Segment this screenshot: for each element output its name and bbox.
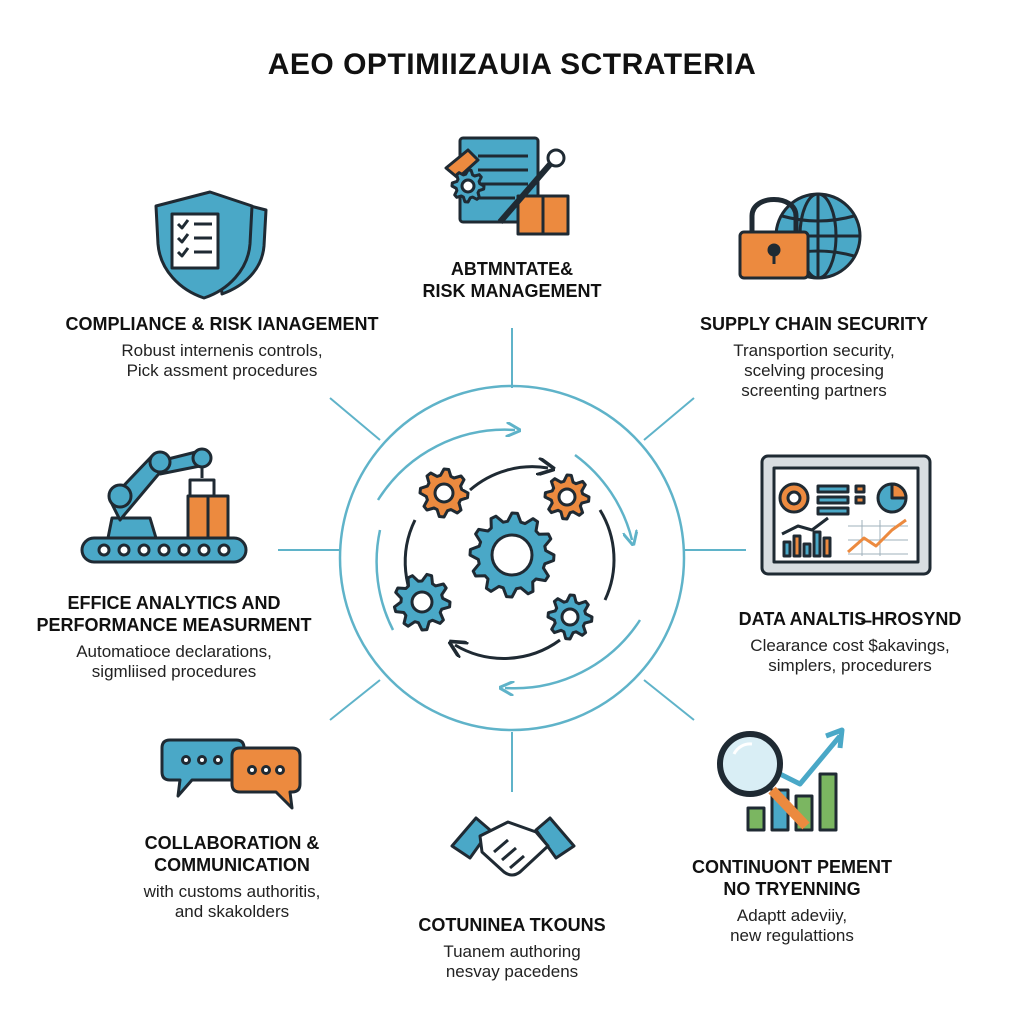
spoke-top-left (329, 397, 381, 441)
gear-hole (560, 607, 580, 627)
section-top-left-heading: COMPLIANCE & RISK IANAGEMENT (65, 314, 379, 334)
chat-bubbles-icon (160, 738, 302, 810)
document-gears-package-icon (444, 136, 570, 236)
section-bottom-left-heading: COLLABORATION & COMMUNICATION (144, 833, 320, 875)
hub-circle (338, 384, 686, 732)
section-bottom-right-desc: Adaptt adeviiy, new regulattions (730, 906, 854, 945)
section-mid-right-heading: DATA ANALTIS̶ HROSYND (738, 609, 962, 629)
hub-spokes (278, 328, 746, 792)
cycle-arrow-inner-bottom (455, 638, 561, 660)
gear-teal-left-icon (392, 572, 452, 632)
gears-cycle-icon (375, 430, 642, 689)
gear-small-doc-icon (450, 168, 486, 204)
gear-teal-right-icon (546, 593, 594, 641)
gear-hole (557, 487, 577, 507)
gear-hole (410, 590, 434, 614)
section-bottom-left: COLLABORATION & COMMUNICATION with custo… (82, 832, 382, 922)
gear-hole (460, 178, 476, 194)
section-bottom-desc: Tuanem authoring nesvay pacedens (443, 942, 581, 981)
lock-globe-icon (738, 192, 862, 280)
section-bottom-right: CONTINUONT PEMENT NO TRYENNING Adaptt ad… (642, 856, 942, 946)
spoke-top-right (643, 397, 695, 441)
cycle-arrow-outer-left (375, 529, 395, 631)
spoke-bottom-right (643, 679, 695, 721)
gear-large-icon (468, 511, 556, 599)
section-top-left: COMPLIANCE & RISK IANAGEMENT Robust inte… (52, 313, 392, 381)
section-bottom-left-desc: with customs authoritis, and skakolders (143, 882, 321, 921)
cycle-arrow-outer-right (574, 453, 632, 540)
cycle-arrow-outer-bottom (505, 619, 642, 688)
gear-hole (433, 482, 455, 504)
section-top-right: SUPPLY CHAIN SECURITY Transportion secur… (664, 313, 964, 401)
section-mid-left-heading: EFFICE ANALYTICS AND PERFORMANCE MEASURM… (36, 593, 312, 635)
section-bottom-heading: COTUNINEA TKOUNS (418, 915, 606, 935)
handshake-icon (450, 816, 576, 877)
section-top-right-heading: SUPPLY CHAIN SECURITY (699, 314, 929, 334)
section-mid-left: EFFICE ANALYTICS AND PERFORMANCE MEASURM… (24, 592, 324, 682)
spoke-bottom-left (329, 679, 381, 721)
section-bottom: COTUNINEA TKOUNS Tuanem authoring nesvay… (372, 914, 652, 982)
gear-orange-right-icon (543, 473, 591, 521)
section-top-heading: ABTMNTATE& RISK MANAGEMENT (422, 259, 602, 301)
section-top: ABTMNTATE& RISK MANAGEMENT (372, 258, 652, 302)
shield-checklist-icon (154, 190, 268, 300)
section-mid-left-desc: Automatioce declarations, sigmliised pro… (76, 642, 272, 681)
cycle-arrow-inner-right (598, 509, 616, 601)
section-top-right-desc: Transportion security, scelving procesin… (733, 341, 895, 400)
gear-orange-left-icon (418, 467, 470, 519)
section-mid-right-desc: Clearance cost $akavings, simplers, proc… (750, 636, 950, 675)
analytics-dashboard-icon (760, 454, 932, 576)
section-bottom-right-heading: CONTINUONT PEMENT NO TRYENNING (692, 857, 892, 899)
gear-hole (490, 533, 534, 577)
page-title: AEO OPTIMIIZAUIA SCTRATERIA (267, 48, 757, 81)
cycle-arrow-inner-top (469, 467, 548, 492)
cycle-arrow-outer-top (376, 430, 515, 501)
robot-arm-conveyor-icon (80, 447, 248, 564)
magnifier-growth-chart-icon (717, 727, 845, 832)
section-top-left-desc: Robust internenis controls, Pick assment… (121, 341, 323, 380)
section-mid-right: DATA ANALTIS̶ HROSYND Clearance cost $ak… (700, 608, 1000, 676)
